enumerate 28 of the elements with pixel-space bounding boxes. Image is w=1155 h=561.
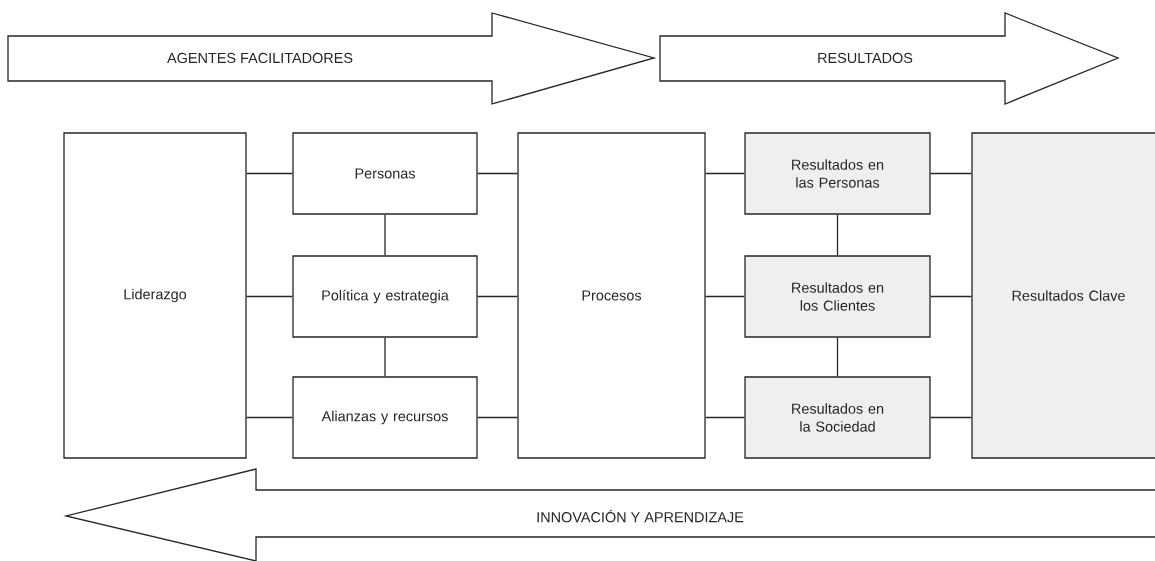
connector-line xyxy=(930,172,972,175)
connector-line xyxy=(246,172,293,175)
connector-line xyxy=(836,214,839,256)
process-box: Personas xyxy=(292,132,478,215)
process-box: Resultados en las Personas xyxy=(744,132,931,215)
connector-line xyxy=(836,337,839,377)
process-box: Resultados en los Clientes xyxy=(744,255,931,338)
process-box: Política y estrategia xyxy=(292,255,478,338)
process-box: Liderazgo xyxy=(63,132,247,459)
connector-line xyxy=(246,295,293,298)
connector-line xyxy=(477,172,518,175)
connector-line xyxy=(705,295,745,298)
connector-line xyxy=(930,416,972,419)
connector-line xyxy=(477,416,518,419)
process-box: Alianzas y recursos xyxy=(292,376,478,459)
connector-line xyxy=(705,416,745,419)
process-box: Resultados Clave xyxy=(971,132,1155,459)
connector-line xyxy=(930,295,972,298)
connector-line xyxy=(246,416,293,419)
arrow-band: INNOVACIÓN Y APRENDIZAJE xyxy=(63,468,1155,561)
connector-line xyxy=(705,172,745,175)
arrow-band: RESULTADOS xyxy=(659,12,1120,105)
connector-line xyxy=(384,214,386,256)
process-box: Resultados en la Sociedad xyxy=(744,376,931,459)
connector-line xyxy=(477,295,518,298)
arrow-band: AGENTES FACILITADORES xyxy=(7,12,657,105)
connector-line xyxy=(384,337,386,377)
process-box: Procesos xyxy=(517,132,706,459)
